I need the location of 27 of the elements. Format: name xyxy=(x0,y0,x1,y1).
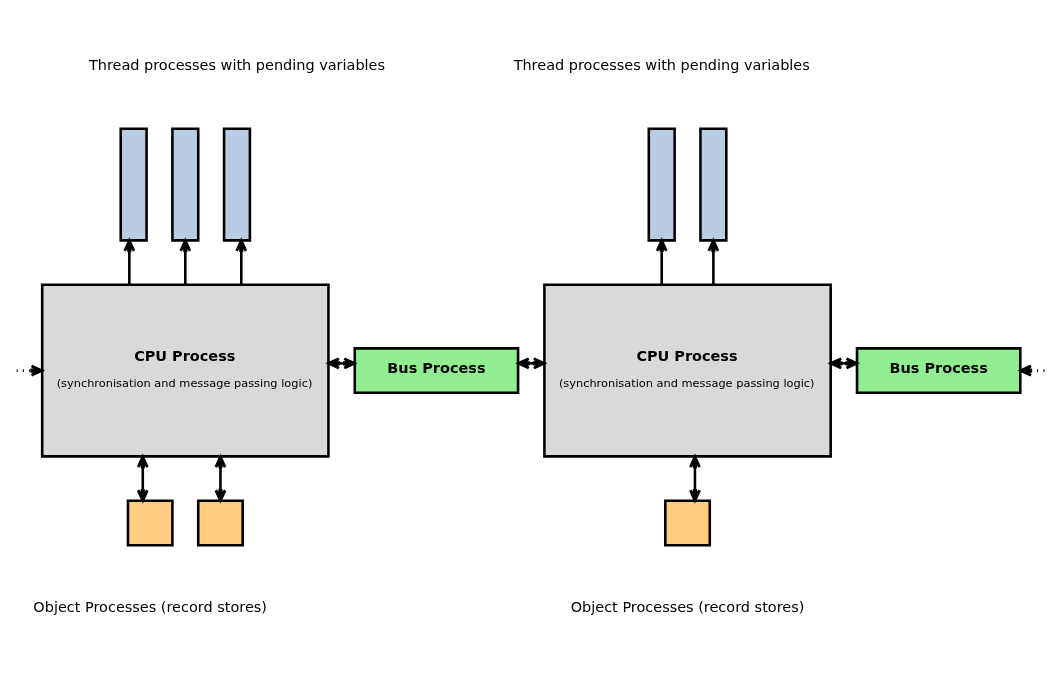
arrow xyxy=(707,238,720,285)
label: Object Processes (record stores) xyxy=(33,598,267,615)
node-bar xyxy=(171,127,200,242)
arrow xyxy=(123,238,136,285)
arrow xyxy=(327,356,356,369)
node-box: Bus Process xyxy=(855,346,1022,394)
node-bar xyxy=(647,127,676,242)
arrow xyxy=(517,356,546,369)
node-bar xyxy=(699,127,728,242)
arrow xyxy=(136,454,149,502)
node-box: Bus Process xyxy=(353,346,520,394)
arrow xyxy=(214,454,227,502)
label: Thread processes with pending variables xyxy=(513,56,810,73)
node-box xyxy=(664,499,712,546)
arrow xyxy=(235,238,248,285)
arrow xyxy=(655,238,668,285)
arrow xyxy=(179,238,192,285)
label: Object Processes (record stores) xyxy=(570,598,805,615)
node-box xyxy=(196,499,244,546)
node-bar xyxy=(222,127,252,242)
node-box: CPU Process (synchronisation and message passing logic) xyxy=(40,283,330,458)
label: Thread processes with pending variables xyxy=(88,56,386,73)
node-box xyxy=(126,499,174,546)
node-box: CPU Process (synchronisation and message passing logic) xyxy=(543,283,832,458)
arrow xyxy=(829,356,859,369)
arrow xyxy=(689,454,701,502)
node-bar xyxy=(119,127,148,242)
